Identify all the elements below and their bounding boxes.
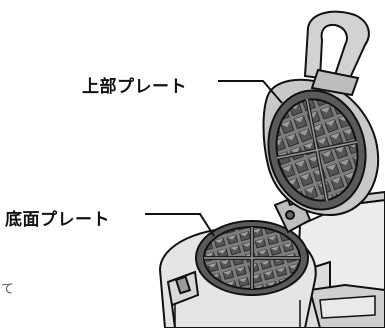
bottom-plate <box>195 220 309 296</box>
upper-plate-label: 上部プレート <box>82 77 187 97</box>
upper-plate <box>262 78 380 217</box>
edge-text-fragment: て <box>1 282 15 297</box>
upper-handle <box>303 10 370 97</box>
bottom-plate-label: 底面プレート <box>5 210 110 230</box>
callout-lines <box>145 80 283 237</box>
lower-handle <box>166 270 200 328</box>
bottom-plate-callout-line <box>145 213 215 237</box>
upper-plate-callout-line <box>218 80 283 104</box>
